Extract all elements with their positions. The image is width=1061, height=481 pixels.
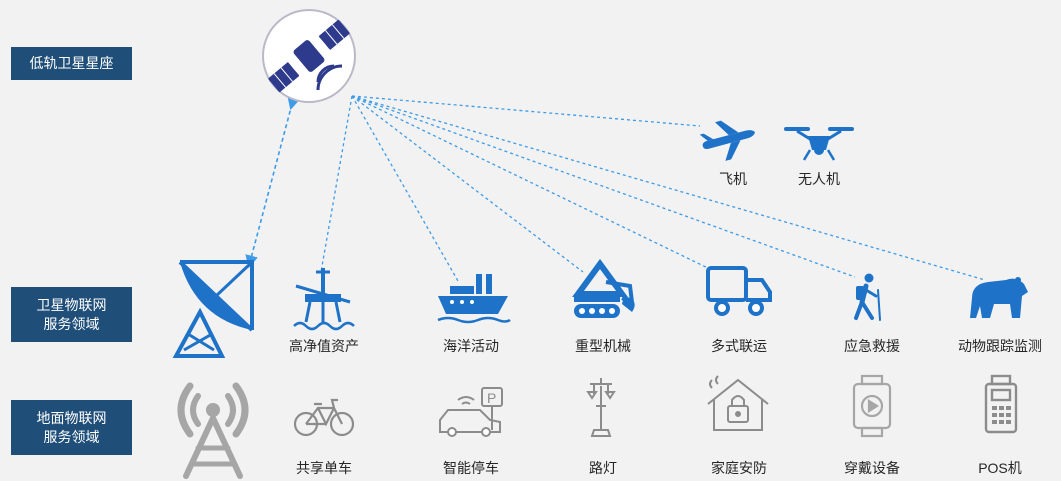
caption-aircraft: 飞机 <box>719 171 747 187</box>
caption-marine-activity: 海洋活动 <box>443 338 499 354</box>
satellite-icon <box>262 9 356 103</box>
excavator-icon <box>572 258 635 318</box>
ship-icon <box>437 274 511 324</box>
satellite-links <box>320 95 986 282</box>
link-aircraft <box>351 95 701 127</box>
cell-tower-icon <box>177 382 249 479</box>
caption-bike-sharing: 共享单车 <box>296 460 352 476</box>
link-multimodal <box>351 95 713 271</box>
svg-text:P: P <box>487 390 496 406</box>
truck-icon <box>706 266 772 316</box>
drone-icon <box>784 127 854 161</box>
link-animal <box>351 95 986 281</box>
caption-wearables: 穿戴设备 <box>844 460 900 476</box>
satellite-dish-icon <box>172 260 254 358</box>
pos-terminal-icon <box>984 374 1018 434</box>
link-rescue <box>351 95 856 278</box>
caption-drone: 无人机 <box>798 171 840 187</box>
smart-parking-icon: P <box>439 387 503 437</box>
bear-icon <box>970 277 1028 318</box>
caption-smart-parking: 智能停车 <box>443 460 499 476</box>
street-lamp-icon <box>586 378 616 437</box>
link-high-value-assets <box>320 95 353 273</box>
caption-home-security: 家庭安防 <box>711 460 767 476</box>
link-marine <box>351 95 459 282</box>
bicycle-icon <box>293 398 355 437</box>
label-satellite-iot: 卫星物联网 服务领域 <box>11 287 132 342</box>
label-terrestrial-iot: 地面物联网 服务领域 <box>11 400 132 455</box>
smartwatch-icon <box>852 374 892 438</box>
caption-street-light: 路灯 <box>589 460 617 476</box>
caption-pos-terminal: POS机 <box>978 460 1022 476</box>
airplane-icon <box>699 120 755 161</box>
hiker-icon <box>854 273 881 321</box>
caption-heavy-machinery: 重型机械 <box>575 338 631 354</box>
caption-animal-tracking: 动物跟踪监测 <box>958 338 1042 354</box>
link-ground-station <box>245 96 300 269</box>
caption-multimodal-transport: 多式联运 <box>711 338 767 354</box>
label-leo-constellation: 低轨卫星星座 <box>11 47 132 80</box>
home-security-icon <box>707 375 769 431</box>
oil-rig-icon <box>293 268 355 331</box>
caption-high-value-assets: 高净值资产 <box>289 338 359 354</box>
caption-emergency-rescue: 应急救援 <box>844 338 900 354</box>
link-machinery <box>351 95 584 273</box>
